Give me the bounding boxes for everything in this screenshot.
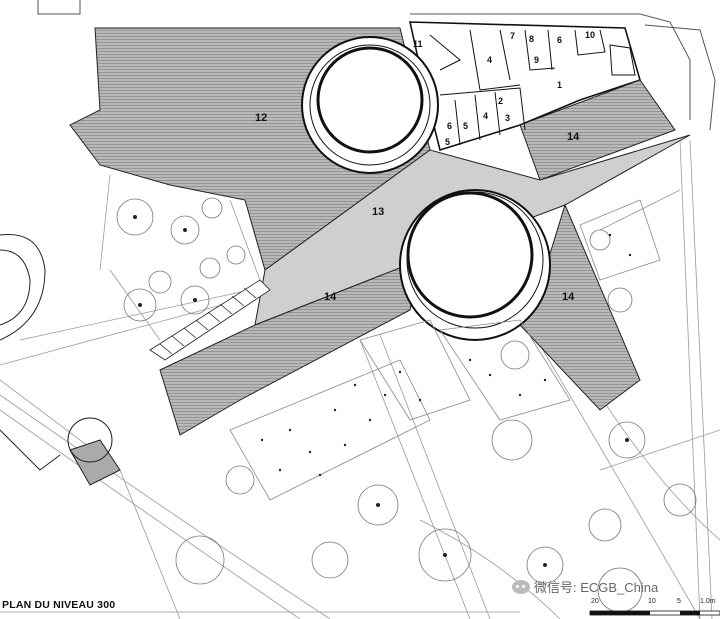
stair <box>149 279 271 361</box>
room-2-label: 2 <box>498 96 503 106</box>
garden-dots <box>260 233 632 477</box>
lower-left-structure <box>0 417 121 486</box>
zone-14-upper-label: 14 <box>567 131 580 143</box>
zone-14-right-label: 14 <box>562 291 575 303</box>
plan-title: PLAN DU NIVEAU 300 <box>2 599 116 611</box>
room-7-label: 7 <box>510 31 515 41</box>
room-3-label: 3 <box>505 113 510 123</box>
scale-bar <box>589 610 720 616</box>
room-9-label: 9 <box>534 55 539 65</box>
room-6-right-label: 6 <box>557 35 562 45</box>
scale-label-5: 5 <box>677 598 681 605</box>
garden-plots <box>229 199 661 501</box>
room-11-label: 11 <box>413 39 423 49</box>
room-1-label: 1 <box>557 80 562 90</box>
zone-14-left-label: 14 <box>324 291 337 303</box>
room-10-label: 10 <box>585 30 595 40</box>
watermark-text: 微信号: ECGB_China <box>534 580 659 595</box>
rotunda-upper <box>301 36 439 174</box>
zone-14-upper-area <box>519 79 676 181</box>
left-building-fragment <box>0 233 46 341</box>
room-5-right-label: 5 <box>463 121 468 131</box>
scale-label-10: 10 <box>648 598 656 605</box>
wechat-icon <box>512 579 530 594</box>
rotunda-lower <box>399 189 551 341</box>
scale-label-1: 1.0m <box>700 598 716 605</box>
room-5-left-label: 5 <box>445 137 450 147</box>
site-boundary <box>37 0 716 131</box>
building-partitions <box>429 29 636 146</box>
room-8-label: 8 <box>529 34 534 44</box>
room-6-left-label: 6 <box>447 121 452 131</box>
room-4-lower-label: 4 <box>483 111 488 121</box>
zone-13-label: 13 <box>372 206 384 218</box>
zone-12-label: 12 <box>255 112 267 124</box>
watermark: 微信号: ECGB_China <box>512 577 658 596</box>
scale-label-20: 20 <box>591 598 599 605</box>
room-4-upper-label: 4 <box>487 55 492 65</box>
zone-14-left-area <box>159 259 421 436</box>
